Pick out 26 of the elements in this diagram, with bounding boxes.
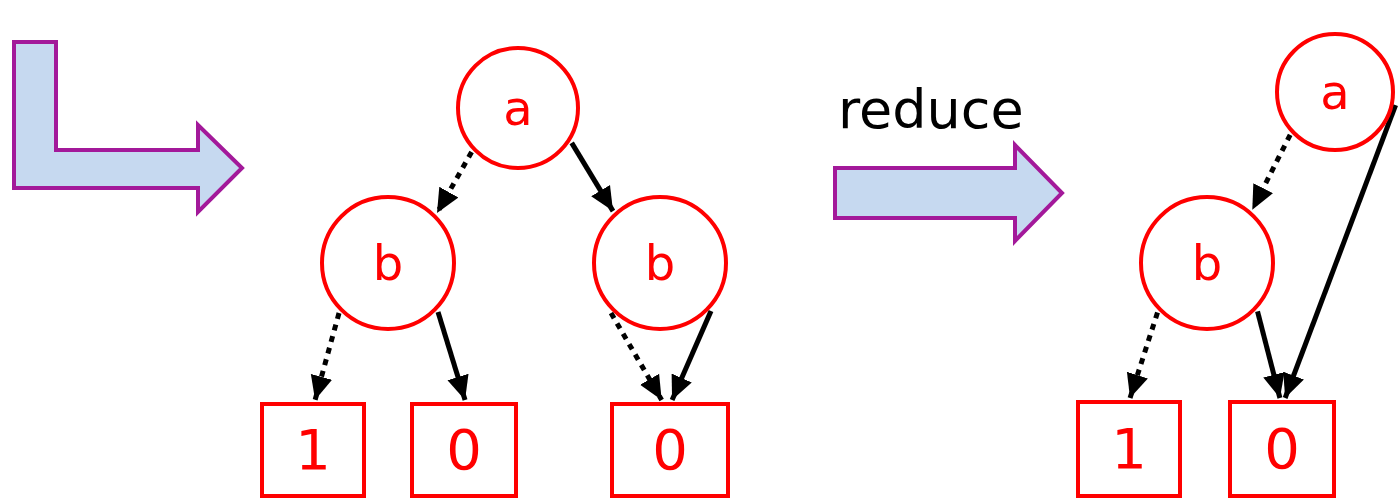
arrow (569, 141, 616, 213)
node-label: b (644, 239, 676, 287)
node-label: a (503, 84, 533, 132)
node-label: b (372, 239, 404, 287)
node-label: 0 (1264, 421, 1300, 477)
arrow (435, 311, 469, 401)
arrow (608, 311, 664, 402)
arrow (1250, 133, 1293, 211)
arrow (669, 309, 714, 401)
terminal-box (610, 402, 730, 498)
arrow (1126, 311, 1160, 399)
node-label: a (1320, 68, 1350, 116)
arrow (310, 312, 342, 401)
node-label: 1 (1111, 421, 1147, 477)
terminal-box (260, 402, 366, 498)
arrow (1255, 310, 1285, 399)
node-label: 1 (295, 422, 331, 478)
arrow (434, 150, 474, 215)
terminal-box (1076, 400, 1182, 498)
terminal-box (410, 402, 518, 498)
arrow-label: reduce (838, 78, 1024, 141)
node-label: b (1191, 239, 1223, 287)
arrow (1282, 104, 1398, 399)
node-label: 0 (652, 422, 688, 478)
terminal-box (1228, 400, 1336, 498)
node-label: 0 (446, 422, 482, 478)
